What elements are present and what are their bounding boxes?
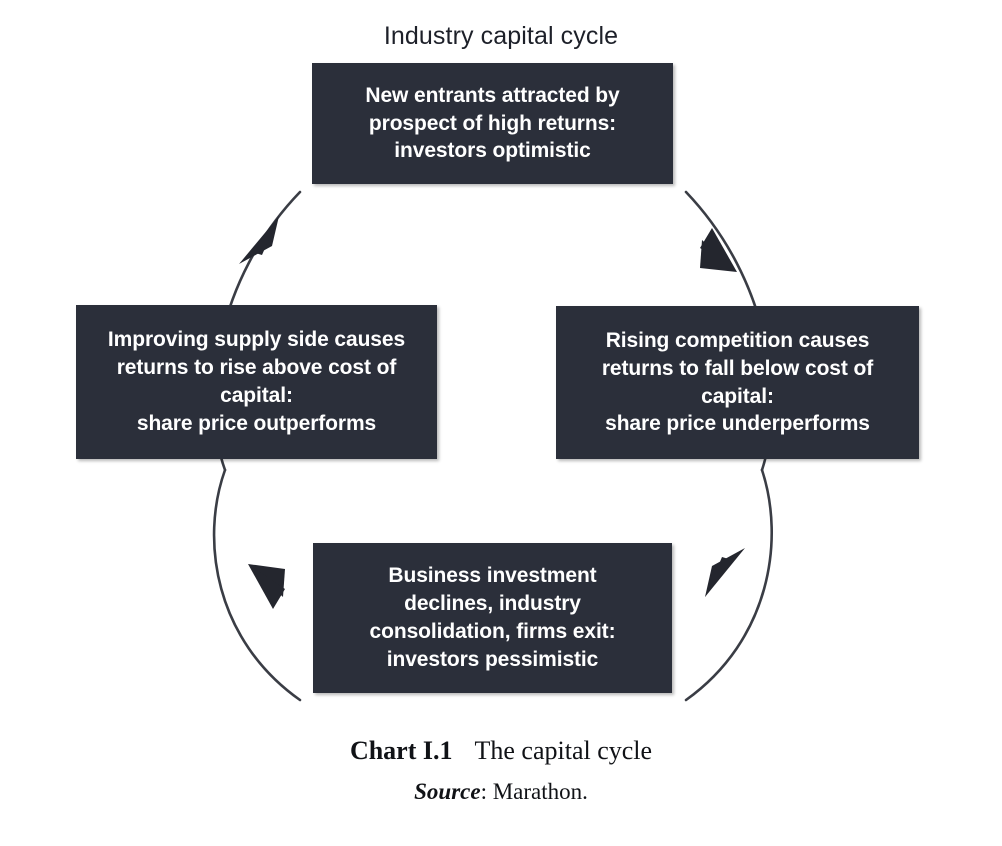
caption-text: The capital cycle — [474, 736, 653, 765]
cycle-node-top[interactable]: New entrants attracted by prospect of hi… — [312, 63, 673, 184]
cycle-node-left-line-3: capital: — [220, 384, 293, 407]
arc-top-to-right-arrowhead-notch — [700, 228, 737, 272]
cycle-node-bottom-emphasis: investors pessimistic — [386, 647, 599, 671]
cycle-node-bottom-line-1: Business investment — [388, 564, 597, 588]
cycle-node-left-line-2: returns to rise above cost of — [116, 356, 397, 380]
arc-bottom-to-left-arrowhead-notch — [248, 564, 285, 609]
arc-left-to-top-arrowhead — [239, 216, 279, 264]
cycle-node-bottom-line-3: consolidation, firms exit: — [369, 620, 616, 643]
cycle-node-left[interactable]: Improving supply side causes returns to … — [76, 305, 437, 459]
cycle-node-top-line-2: prospect of high returns: — [368, 111, 617, 135]
cycle-node-right[interactable]: Rising competition causes returns to fal… — [556, 306, 919, 459]
cycle-node-top-line-1: New entrants attracted by — [365, 83, 620, 107]
cycle-node-right-line-3: capital: — [701, 384, 774, 408]
caption-main: Chart I.1 The capital cycle — [0, 735, 1002, 766]
cycle-node-left-emphasis: share price outperforms — [136, 411, 377, 435]
caption-source-label: Source — [414, 779, 481, 805]
arc-left-to-top-arrowhead-notch — [252, 216, 279, 255]
cycle-node-right-line-1: Rising competition causes — [605, 328, 870, 352]
cycle-node-bottom-line-2: declines, industry — [404, 592, 581, 616]
page-title: Industry capital cycle — [383, 22, 619, 50]
cycle-node-top-emphasis: investors optimistic — [394, 139, 591, 163]
caption-label: Chart I.1 — [349, 736, 453, 765]
cycle-node-bottom[interactable]: Business investment declines, industry c… — [313, 543, 672, 693]
cycle-node-right-emphasis: share price underperforms — [605, 412, 870, 436]
arc-bottom-to-left — [212, 468, 302, 702]
arc-right-to-bottom — [684, 468, 773, 702]
caption-source: Source: Marathon. — [0, 778, 1002, 806]
arc-right-to-bottom-arrowhead — [705, 548, 745, 597]
arc-right-to-bottom-arrowhead-notch — [705, 557, 732, 597]
caption-block: Chart I.1 The capital cycle Source: Marat… — [0, 735, 1002, 806]
caption-source-value: : Marathon. — [480, 779, 588, 805]
cycle-node-left-line-1: Improving supply side causes — [107, 328, 406, 352]
cycle-node-right-line-2: returns to fall below cost of — [601, 356, 874, 380]
